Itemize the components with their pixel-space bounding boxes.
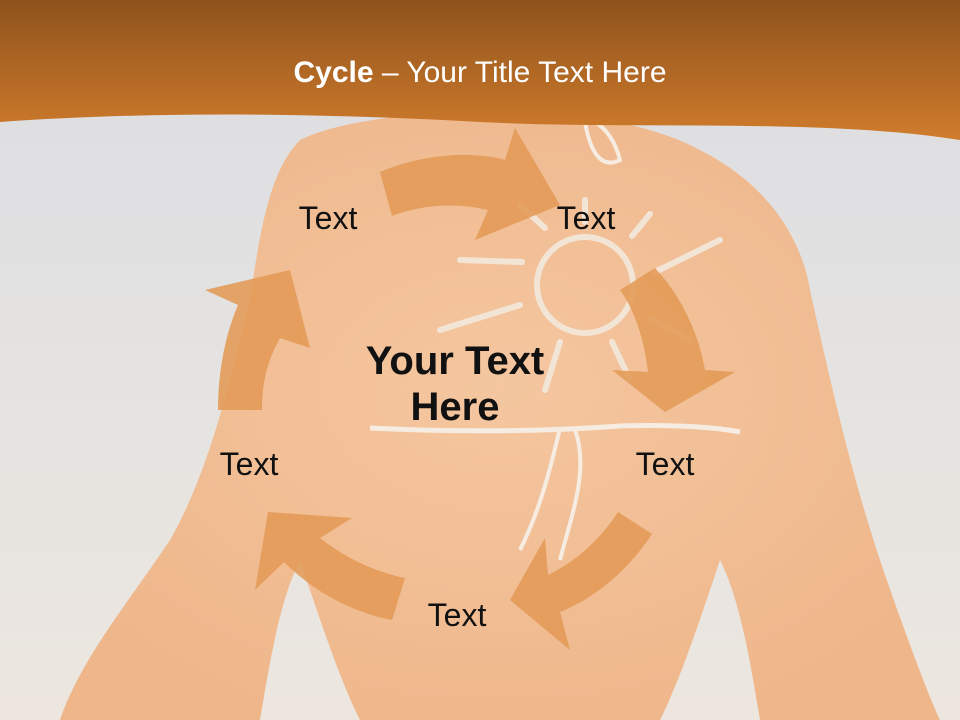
cycle-step-label: Text bbox=[556, 200, 616, 236]
center-text-line: Here bbox=[410, 385, 500, 429]
cycle-step-label: Text bbox=[298, 200, 358, 236]
center-text: Your Text Here bbox=[305, 338, 605, 430]
cycle-arrow-icon bbox=[612, 268, 735, 412]
center-text-line: Your Text bbox=[365, 339, 545, 383]
cycle-step-label: Text bbox=[635, 446, 695, 482]
cycle-step-label: Text bbox=[219, 446, 279, 482]
cycle-step-label: Text bbox=[427, 597, 487, 633]
cycle-arrow-icon bbox=[255, 512, 405, 620]
cycle-arrow-icon bbox=[205, 270, 310, 410]
cycle-arrow-icon bbox=[380, 128, 560, 240]
cycle-arrow-icon bbox=[510, 512, 652, 650]
slide-title: Cycle – Your Title Text Here bbox=[293, 56, 667, 89]
